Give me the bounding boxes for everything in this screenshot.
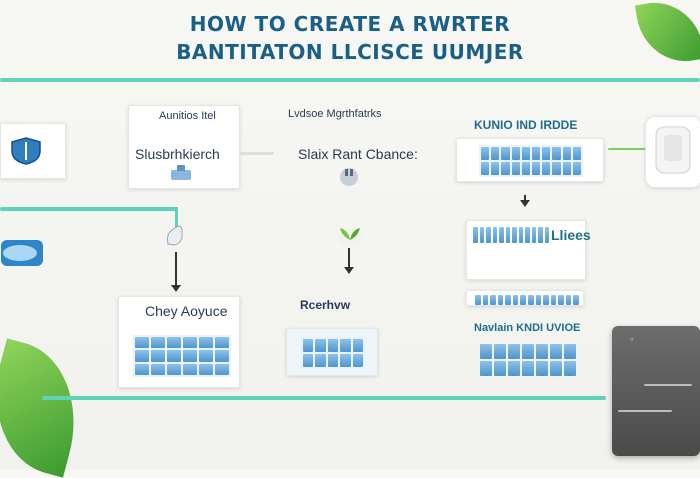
connector-ab xyxy=(240,152,274,155)
arrow-c xyxy=(520,195,530,207)
card-b-body: Slaix Rant Cbance: xyxy=(298,146,418,162)
sprout-icon xyxy=(337,228,363,246)
card-c-title: KUNIO IND IRDDE xyxy=(474,118,578,132)
appliance-icon xyxy=(655,126,691,174)
panel-grid-c xyxy=(479,145,583,177)
bars-d xyxy=(471,225,551,245)
connector-mid-vertical xyxy=(175,207,178,229)
dark-panel-line2 xyxy=(618,410,672,412)
card-f xyxy=(286,328,378,376)
base-grid-d xyxy=(473,293,581,307)
hand-icon xyxy=(167,225,183,246)
card-shield xyxy=(0,123,66,179)
arrow-b xyxy=(344,248,354,274)
card-d-base xyxy=(466,290,584,306)
connector-mid-left xyxy=(0,207,178,211)
leaf-bottom-left xyxy=(0,338,94,478)
card-g-title: Navlain KNDI UVIOE xyxy=(474,322,581,334)
card-a-title: Aunitios Itel xyxy=(159,110,216,122)
card-d-title: Lliees xyxy=(551,227,591,243)
panel-grid-g xyxy=(478,342,578,378)
connector-top xyxy=(0,78,700,82)
card-f-title: Rcerhvw xyxy=(300,298,351,312)
card-e-title: Chey Aoyuce xyxy=(145,303,228,319)
panel-grid-e xyxy=(133,335,231,377)
dark-panel: ▫ xyxy=(612,326,700,456)
card-c xyxy=(456,138,604,182)
connector-bottom xyxy=(42,396,606,400)
card-a: Aunitios Itel Slusbrhkierch xyxy=(128,105,240,189)
card-a-body: Slusbrhkierch xyxy=(135,146,220,162)
card-device-right xyxy=(645,116,700,188)
shield-icon xyxy=(11,137,41,165)
card-b-title: Lvdsoe Mgrthfatrks xyxy=(288,108,382,120)
page-title-line1: HOW TO CREATE A RWRTER xyxy=(189,12,511,36)
device-icon xyxy=(1,240,43,266)
connector-right-small xyxy=(608,148,648,150)
page-title-line2: BANTITATON LLCISCE UUMJER xyxy=(176,40,524,64)
stamp-icon xyxy=(171,165,191,180)
plug-icon xyxy=(340,168,358,186)
dark-panel-line1 xyxy=(644,384,692,386)
panel-grid-f xyxy=(301,337,365,369)
arrow-a xyxy=(171,252,181,292)
card-e: Chey Aoyuce xyxy=(118,296,240,388)
dark-panel-dots: ▫ xyxy=(630,336,634,343)
card-d: Lliees xyxy=(466,220,591,280)
